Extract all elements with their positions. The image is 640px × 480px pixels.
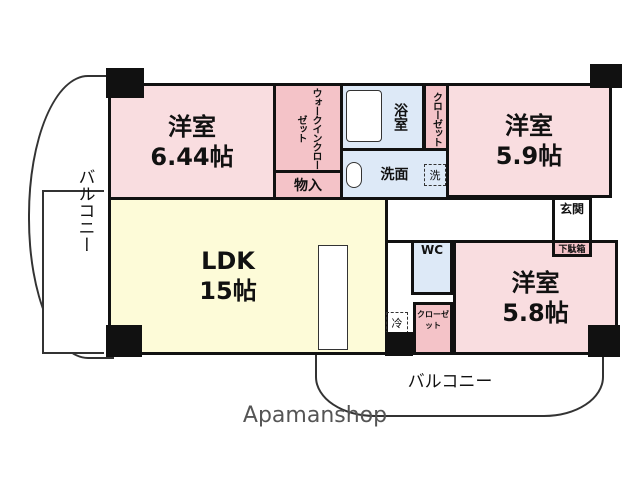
room-name: 洋室: [505, 111, 553, 140]
room-name: 洋室: [168, 112, 216, 141]
storage: 物入: [273, 170, 343, 200]
entrance: 玄関: [552, 197, 592, 243]
pillar: [106, 325, 142, 357]
closet-label: クローゼット: [430, 92, 442, 146]
pillar: [385, 332, 413, 356]
walk-in-closet: ウォークインクローゼット: [273, 83, 343, 173]
closet-1: クローゼット: [423, 83, 449, 155]
balcony-bottom: [315, 345, 604, 417]
room-name: LDK: [201, 247, 255, 275]
room-name: 洋室: [511, 268, 560, 297]
pillar: [590, 64, 622, 88]
balcony-left-label: バルコニー: [74, 167, 95, 253]
pillar: [106, 68, 144, 98]
shoe-box: 下駄箱: [552, 240, 592, 257]
watermark-logo: Apamanshop: [242, 402, 388, 428]
wc: WC: [411, 240, 453, 295]
bath-label: 浴室: [392, 103, 408, 131]
room-size: 15帖: [199, 277, 257, 305]
room-size: 5.8帖: [502, 298, 569, 327]
washer-space: 洗: [424, 164, 446, 186]
washroom: 洗面: [340, 148, 449, 200]
closet-label: ウォークインクローゼット: [295, 87, 321, 169]
balcony-left-inner: [42, 190, 104, 354]
sink: [346, 162, 362, 188]
closet-2: クローゼット: [413, 302, 453, 355]
pillar: [588, 325, 620, 357]
bathtub: [346, 90, 382, 142]
room-size: 6.44帖: [150, 142, 234, 171]
kitchen-counter: [318, 245, 348, 350]
room-size: 5.9帖: [495, 141, 563, 170]
fridge-space: 冷: [386, 312, 408, 334]
hallway: [385, 197, 555, 243]
balcony-bottom-label: バルコニー: [407, 371, 493, 392]
